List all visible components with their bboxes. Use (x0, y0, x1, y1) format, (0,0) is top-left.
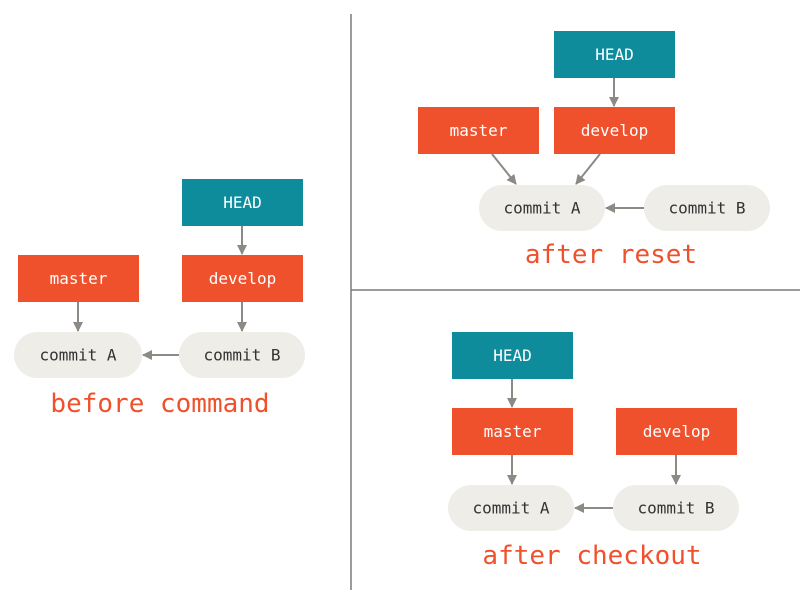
master-branch-label: master (50, 269, 108, 288)
panel-after-reset: HEAD master develop commit A commit B af… (418, 31, 770, 270)
commit-b-node: commit B (613, 485, 739, 531)
caption-after-reset: after reset (525, 240, 697, 270)
commit-b-node: commit B (179, 332, 305, 378)
commit-a-label: commit A (472, 499, 549, 518)
head-ref-box: HEAD (554, 31, 675, 78)
panel-before-command: HEAD develop master commit A commit B be… (14, 179, 305, 419)
commit-b-label: commit B (668, 199, 745, 218)
develop-branch-box: develop (616, 408, 737, 455)
commit-a-node: commit A (448, 485, 574, 531)
head-ref-label: HEAD (493, 346, 532, 365)
commit-b-node: commit B (644, 185, 770, 231)
develop-branch-box: develop (554, 107, 675, 154)
develop-branch-label: develop (581, 121, 648, 140)
arrow-develop-to-commit-a (575, 153, 601, 185)
develop-branch-label: develop (209, 269, 276, 288)
head-ref-label: HEAD (595, 45, 634, 64)
arrow-master-to-commit-a (491, 153, 517, 185)
master-branch-label: master (484, 422, 542, 441)
commit-b-label: commit B (637, 499, 714, 518)
commit-b-label: commit B (203, 346, 280, 365)
head-ref-label: HEAD (223, 193, 262, 212)
master-branch-box: master (452, 408, 573, 455)
master-branch-label: master (450, 121, 508, 140)
caption-after-checkout: after checkout (482, 541, 701, 571)
head-ref-box: HEAD (452, 332, 573, 379)
commit-a-label: commit A (39, 346, 116, 365)
master-branch-box: master (418, 107, 539, 154)
master-branch-box: master (18, 255, 139, 302)
commit-a-label: commit A (503, 199, 580, 218)
commit-a-node: commit A (14, 332, 142, 378)
develop-branch-label: develop (643, 422, 710, 441)
panel-after-checkout: HEAD master develop commit A commit B af… (448, 332, 739, 571)
commit-a-node: commit A (479, 185, 605, 231)
develop-branch-box: develop (182, 255, 303, 302)
caption-before-command: before command (50, 389, 269, 419)
head-ref-box: HEAD (182, 179, 303, 226)
